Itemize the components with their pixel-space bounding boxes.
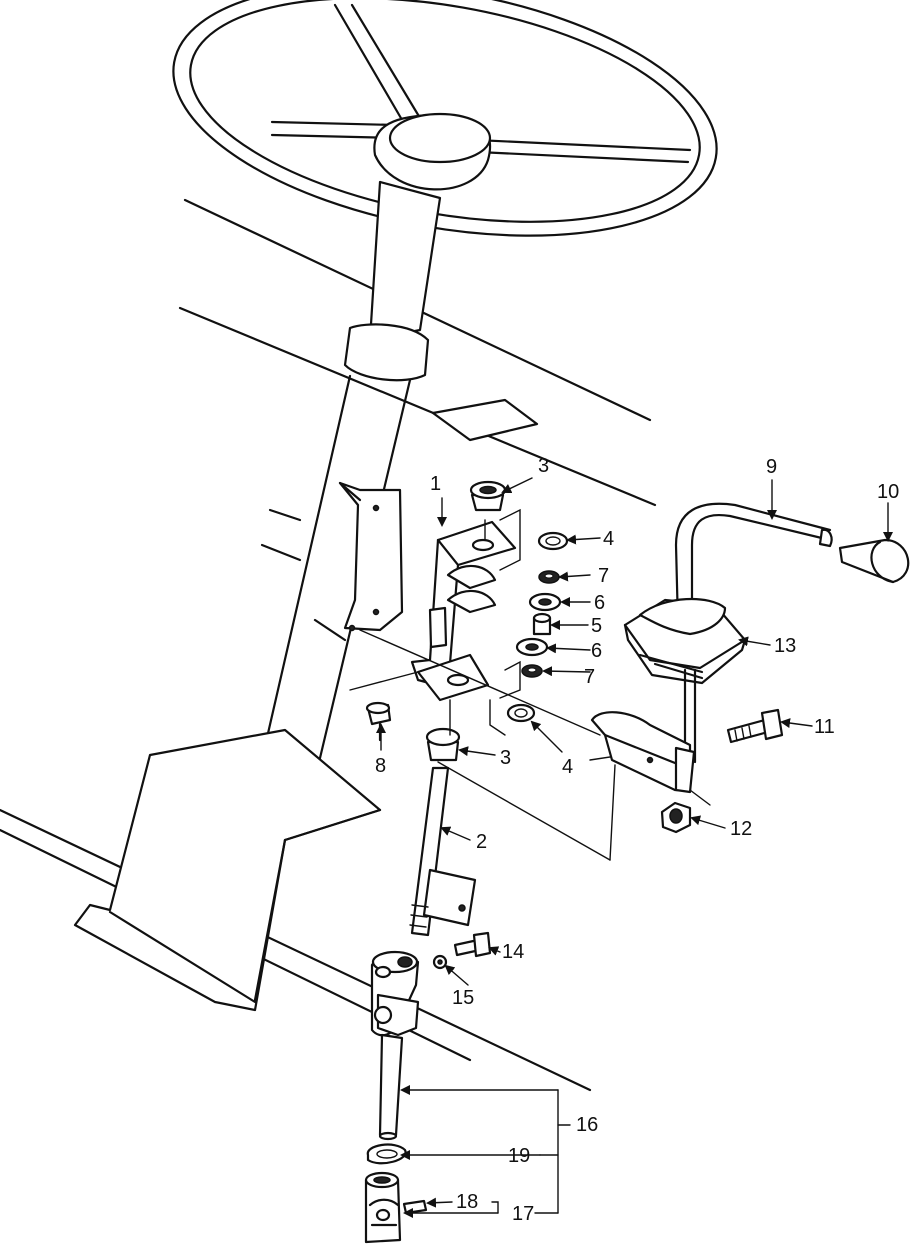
callout-15: 15: [452, 987, 474, 1009]
callout-13: 13: [774, 635, 796, 657]
nut-lower-part-7: [521, 664, 543, 678]
callout-10: 10: [877, 481, 899, 503]
pin-part-18: [402, 1199, 428, 1215]
washer-upper-part-4: [537, 531, 569, 551]
callout-16: 16: [576, 1114, 598, 1136]
knob-part-10: [838, 538, 910, 584]
callout-2: 2: [476, 831, 487, 853]
callout-1: 1: [430, 473, 441, 495]
universal-joint-assembly-part-16: [370, 950, 420, 1141]
callout-6-upper: 6: [594, 592, 605, 614]
bushing-lower-part-3: [425, 727, 461, 762]
callout-7-upper: 7: [598, 565, 609, 587]
callout-labels: 1 3 4 7 6 5 6 7 4 3 2 8 9 10 13 11 12 14…: [375, 455, 899, 1225]
callout-8: 8: [375, 755, 386, 777]
bushing-upper-part-3: [469, 480, 507, 512]
callout-3-upper: 3: [538, 455, 549, 477]
callout-17: 17: [512, 1203, 534, 1225]
callout-18: 18: [456, 1191, 478, 1213]
dashboard-panel: [0, 198, 657, 1092]
lever-bracket: [590, 711, 696, 794]
callout-12: 12: [730, 818, 752, 840]
washer-part-15: [432, 954, 448, 970]
bolt-part-11: [726, 708, 784, 744]
callout-7-lower: 7: [584, 666, 595, 688]
callout-4-lower: 4: [562, 756, 573, 778]
shift-lever-part-9: [674, 502, 833, 764]
floor-pedestal: [73, 728, 382, 1012]
bracket-part-1: [410, 519, 517, 702]
washer-upper-part-6: [528, 592, 562, 612]
callout-11: 11: [814, 716, 835, 738]
spacer-part-5: [532, 612, 552, 636]
yoke-part-17: [364, 1171, 402, 1244]
callout-3-lower: 3: [500, 747, 511, 769]
callout-5: 5: [591, 615, 602, 637]
nut-part-12: [660, 801, 692, 834]
steering-column: [253, 180, 442, 806]
callout-9: 9: [766, 456, 777, 478]
snap-ring-part-19: [366, 1143, 407, 1165]
callout-leaders: [376, 477, 893, 1218]
callout-19: 19: [508, 1145, 530, 1167]
screw-part-8: [365, 701, 392, 742]
shaft-part-2: [409, 766, 477, 937]
washer-lower-part-4: [506, 703, 536, 723]
nut-upper-part-7: [538, 570, 560, 584]
callout-4-upper: 4: [603, 528, 614, 550]
bolt-part-14: [453, 931, 492, 958]
washer-lower-part-6: [515, 637, 549, 657]
callout-14: 14: [502, 941, 524, 963]
steering-wheel: [172, 0, 718, 237]
assembly-leader-lines: [349, 508, 711, 861]
boot-part-13: [623, 597, 747, 685]
callout-6-lower: 6: [591, 640, 602, 662]
